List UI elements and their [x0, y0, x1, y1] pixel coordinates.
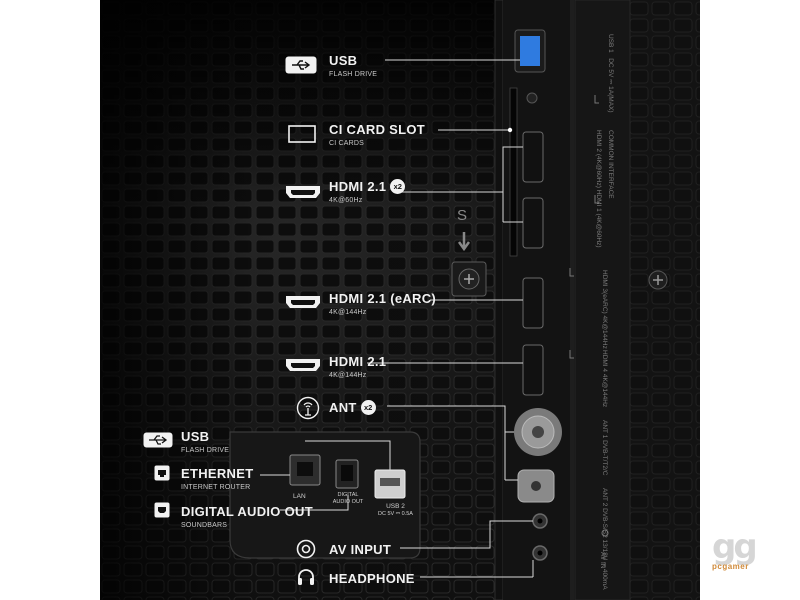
hdmi-icon: [286, 296, 320, 308]
usb-icon: [285, 56, 317, 74]
count-badge: x2: [390, 179, 406, 195]
hdmi-icon: [286, 186, 320, 198]
watermark-name: pcgamer: [712, 562, 749, 571]
av-input-label: AV INPUT: [329, 542, 392, 558]
hdmi-3-earc-label: HDMI 2.1 (eARC)4K@144Hz: [329, 291, 437, 316]
av-in-panel-text: AV IN: [599, 552, 606, 569]
hdmi-icon: [286, 359, 320, 371]
lan-text: LAN: [293, 493, 306, 500]
usb-port-blue: [520, 36, 540, 66]
wall-mount-screw: [451, 232, 487, 297]
hdmi3-panel-text: HDMI 3(eARC) 4K@144Hz: [601, 270, 608, 349]
hdmi12-panel-text: HDMI 2 (4K@60Hz) HDMI 1 (4K@60Hz): [595, 130, 602, 248]
optical-audio-icon: [154, 502, 170, 518]
watermark-mark: gg: [712, 527, 758, 567]
recessed-port-panel: [229, 431, 421, 559]
usb1-panel-text: USB 1 DC 5V ⎓ 1A(MAX): [607, 34, 614, 113]
side-panel-markings: [569, 95, 609, 537]
usb-icon: [143, 432, 173, 448]
port-column: [509, 29, 562, 561]
ant2-panel-text: ANT 2 DVB-S/S2 13/18V ⎓ 400mA: [601, 488, 608, 590]
common-interface-text: COMMON INTERFACE: [607, 130, 614, 199]
headphone-label: HEADPHONE: [329, 571, 415, 587]
count-badge: x2: [360, 400, 376, 416]
ci-card-icon: [288, 125, 316, 143]
leader-lines: [260, 59, 534, 578]
ant1-panel-text: ANT 1 DVB-T/T2/C: [601, 420, 608, 476]
antenna-icon: [296, 396, 320, 420]
hdmi4-panel-text: HDMI 4 4K@144Hz: [601, 350, 608, 408]
headphone-icon: [298, 569, 314, 585]
s-mark: S: [457, 207, 468, 224]
av-input-icon: [296, 539, 316, 559]
ethernet-icon: [154, 465, 170, 481]
digital-audio-panel-text: DIGITAL AUDIO OUT: [332, 492, 364, 505]
pcgamer-watermark: gg pcgamer: [712, 527, 760, 571]
